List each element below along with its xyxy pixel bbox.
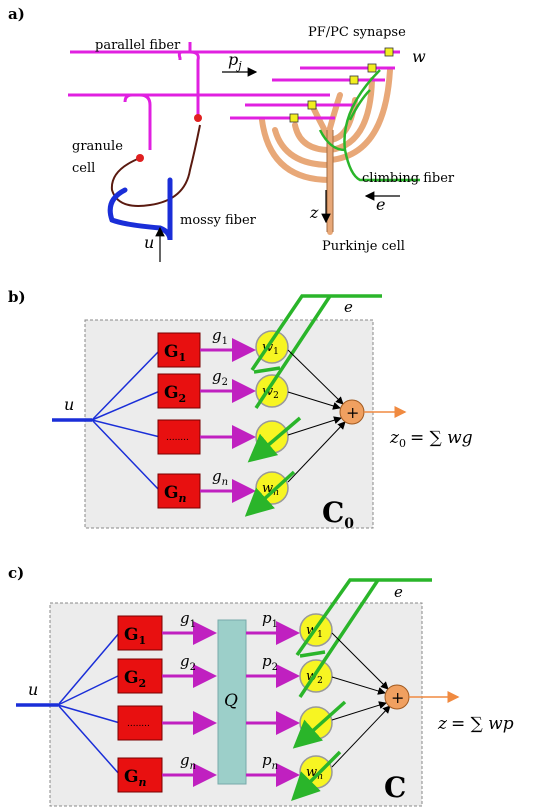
q-label: Q <box>224 691 238 711</box>
e-label-b: e <box>344 298 353 316</box>
pf-pc-synapses <box>289 47 394 123</box>
pn-label-c: pn <box>262 751 278 772</box>
u-label-c: u <box>28 680 38 699</box>
granule-cell <box>110 114 202 207</box>
p2-label-c: p2 <box>262 652 278 673</box>
G1-label-b: G1 <box>164 342 186 364</box>
gn-label-b: gn <box>212 467 228 488</box>
u-fanout <box>91 349 161 492</box>
pj-label: pj <box>228 50 242 72</box>
q-box <box>217 619 247 785</box>
mossy-fiber <box>107 177 173 241</box>
w-to-sum-b <box>287 349 346 483</box>
granule-label-2: cell <box>72 161 95 176</box>
u-label-b: u <box>64 395 74 414</box>
panel-a: a) <box>8 5 455 262</box>
G2-label-b: G2 <box>164 383 186 405</box>
e-label: e <box>376 195 385 214</box>
C-label: C <box>384 771 406 804</box>
Gn-label-c: Gn <box>124 767 147 789</box>
granule-label-1: granule <box>72 139 123 154</box>
mossy-fiber-label: mossy fiber <box>180 213 257 228</box>
G1-label-c: G1 <box>124 625 146 647</box>
panel-c: c) u G1 G2 ........ Gn g1 g2 gn <box>8 564 514 807</box>
granule-boxes-c <box>117 615 163 793</box>
parallel-fibers <box>68 42 400 150</box>
Gn-label-b: Gn <box>164 483 187 505</box>
g1-label-b: g1 <box>212 326 228 347</box>
z-label: z <box>309 203 319 222</box>
output-eq-c: z= ∑ wp <box>437 714 514 734</box>
C0-label: C0 <box>322 496 354 532</box>
panel-b-label: b) <box>8 288 26 306</box>
dots-c: ........ <box>127 719 150 729</box>
climbing-fiber <box>318 69 420 182</box>
panel-a-label: a) <box>8 5 25 23</box>
panel-b: b) u G1 G2 ........ Gn g1 g2 <box>8 288 473 532</box>
plus-c: + <box>391 688 404 707</box>
w-label: w <box>412 47 426 66</box>
u-fanout-c <box>57 631 121 776</box>
w1-label-c: w1 <box>306 623 323 640</box>
synapse-label: PF/PC synapse <box>308 25 406 40</box>
g2-label-b: g2 <box>212 367 228 388</box>
g2-label-c: g2 <box>180 652 196 673</box>
u-label: u <box>144 233 154 252</box>
p1-label-c: p1 <box>262 609 278 630</box>
g-arrows-c <box>162 621 217 787</box>
purkinje-label: Purkinje cell <box>322 239 405 254</box>
p-arrows-c <box>246 621 300 787</box>
climbing-fiber-label: climbing fiber <box>362 171 455 186</box>
dots-b: ........ <box>166 433 189 443</box>
parallel-fiber-label: parallel fiber <box>95 38 181 53</box>
w-to-sum-c <box>331 632 391 768</box>
climbing-fiber-b <box>244 294 382 517</box>
g1-label-c: g1 <box>180 609 196 630</box>
G2-label-c: G2 <box>124 668 146 690</box>
gn-label-c: gn <box>180 751 196 772</box>
climbing-fiber-c <box>291 578 432 801</box>
granule-boxes-b <box>157 332 201 509</box>
panel-c-label: c) <box>8 564 24 582</box>
plus-b: + <box>346 403 359 422</box>
e-label-c: e <box>394 583 403 601</box>
output-eq-b: z0= ∑ wg <box>389 428 473 450</box>
g-arrows-b <box>200 338 256 503</box>
panel-b-box <box>84 319 374 529</box>
